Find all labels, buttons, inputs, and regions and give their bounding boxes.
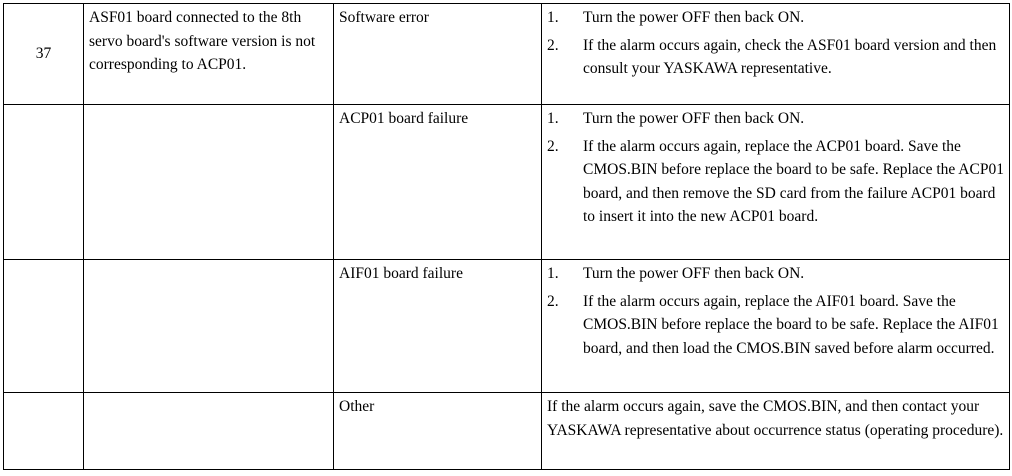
alarm-condition [83,259,334,393]
step-number: 2. [547,137,559,155]
remedy-step: 2. If the alarm occurs again, check the … [547,34,1004,81]
alarm-condition [83,392,334,470]
alarm-number [3,104,84,260]
remedy-step: 1. Turn the power OFF then back ON. [547,262,1004,286]
alarm-remedy: 1. Turn the power OFF then back ON. 2. I… [541,259,1010,393]
remedy-steps: 1. Turn the power OFF then back ON. 2. I… [547,6,1004,81]
step-text: If the alarm occurs again, replace the A… [583,292,999,357]
remedy-step: 1. Turn the power OFF then back ON. [547,6,1004,30]
alarm-number [3,259,84,393]
step-number: 2. [547,292,559,310]
alarm-cause: Other [333,392,542,470]
table-row: ACP01 board failure 1. Turn the power OF… [3,104,1010,260]
remedy-step: 2. If the alarm occurs again, replace th… [547,135,1004,229]
remedy-step: 2. If the alarm occurs again, replace th… [547,290,1004,361]
alarm-number: 37 [3,3,84,105]
step-text: Turn the power OFF then back ON. [583,265,805,282]
alarm-cause: Software error [333,3,542,105]
alarm-cause: ACP01 board failure [333,104,542,260]
step-number: 1. [547,9,559,26]
remedy-step: 1. Turn the power OFF then back ON. [547,107,1004,131]
alarm-remedy: If the alarm occurs again, save the CMOS… [541,392,1010,470]
alarm-cause: AIF01 board failure [333,259,542,393]
step-number: 1. [547,110,559,127]
alarm-number [3,392,84,470]
alarm-remedy: 1. Turn the power OFF then back ON. 2. I… [541,3,1010,105]
step-text: If the alarm occurs again, replace the A… [583,137,1004,226]
alarm-table: 37 ASF01 board connected to the 8th serv… [3,3,1010,470]
alarm-condition: ASF01 board connected to the 8th servo b… [83,3,334,105]
remedy-steps: 1. Turn the power OFF then back ON. 2. I… [547,107,1004,229]
step-number: 1. [547,265,559,282]
alarm-condition [83,104,334,260]
alarm-remedy: 1. Turn the power OFF then back ON. 2. I… [541,104,1010,260]
step-number: 2. [547,36,559,54]
table-row: AIF01 board failure 1. Turn the power OF… [3,259,1010,393]
step-text: If the alarm occurs again, check the ASF… [583,36,997,78]
table-row: 37 ASF01 board connected to the 8th serv… [3,3,1010,105]
step-text: Turn the power OFF then back ON. [583,9,805,26]
step-text: Turn the power OFF then back ON. [583,110,805,127]
remedy-steps: 1. Turn the power OFF then back ON. 2. I… [547,262,1004,360]
table-row: Other If the alarm occurs again, save th… [3,392,1010,470]
